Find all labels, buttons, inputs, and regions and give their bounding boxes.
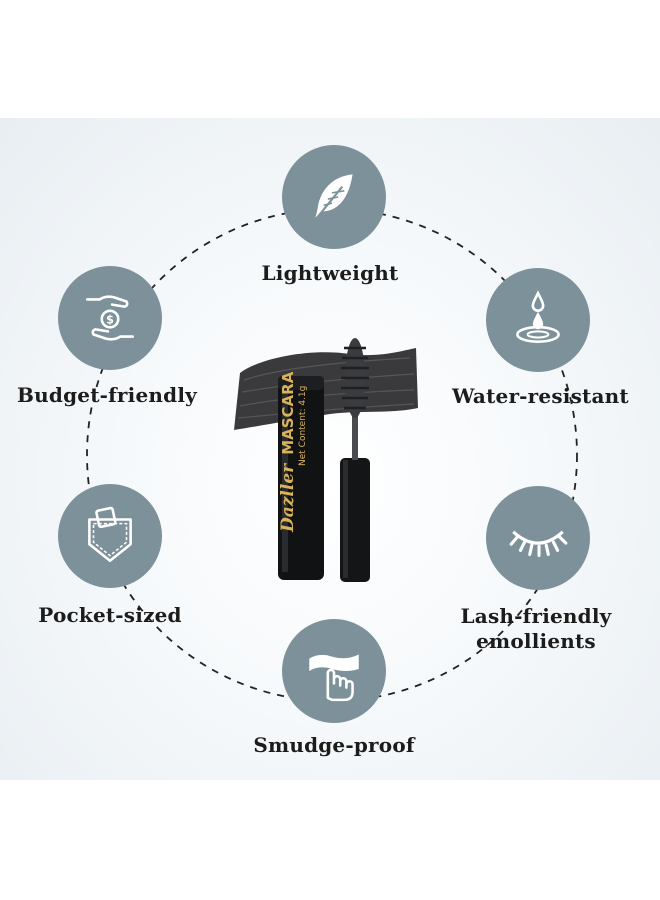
svg-text:$: $ [106,313,114,327]
label-lash-friendly: Lash-friendly [460,604,612,628]
jeans-pocket-icon [88,506,132,563]
lightweight-badge [282,145,386,249]
eyelash-icon [509,530,568,558]
product-brand: Dazller [278,463,298,532]
finger-smudge-icon [309,654,359,702]
label-smudge-proof: Smudge-proof [253,733,415,757]
label-budget-friendly: Budget-friendly [17,383,197,407]
product-net-content: Net Content: 4.1g [298,385,308,466]
label-pocket-sized: Pocket-sized [38,603,182,627]
label-emollients: emollients [476,629,596,653]
budget-friendly-badge: $ [58,266,162,370]
hand-coin-icon: $ [86,295,134,341]
label-lightweight: Lightweight [261,261,399,285]
pocket-sized-badge [58,484,162,588]
water-resistant-badge [486,268,590,372]
mascara-product-image [234,338,418,582]
lash-friendly-badge [486,486,590,590]
product-name: MASCARA [279,371,297,455]
label-water-resistant: Water-resistant [452,384,629,408]
feather-icon [314,174,353,221]
water-drop-icon [516,290,560,343]
smudge-proof-badge [282,619,386,723]
product-label: Dazller MASCARA Net Content: 4.1g [278,332,324,532]
